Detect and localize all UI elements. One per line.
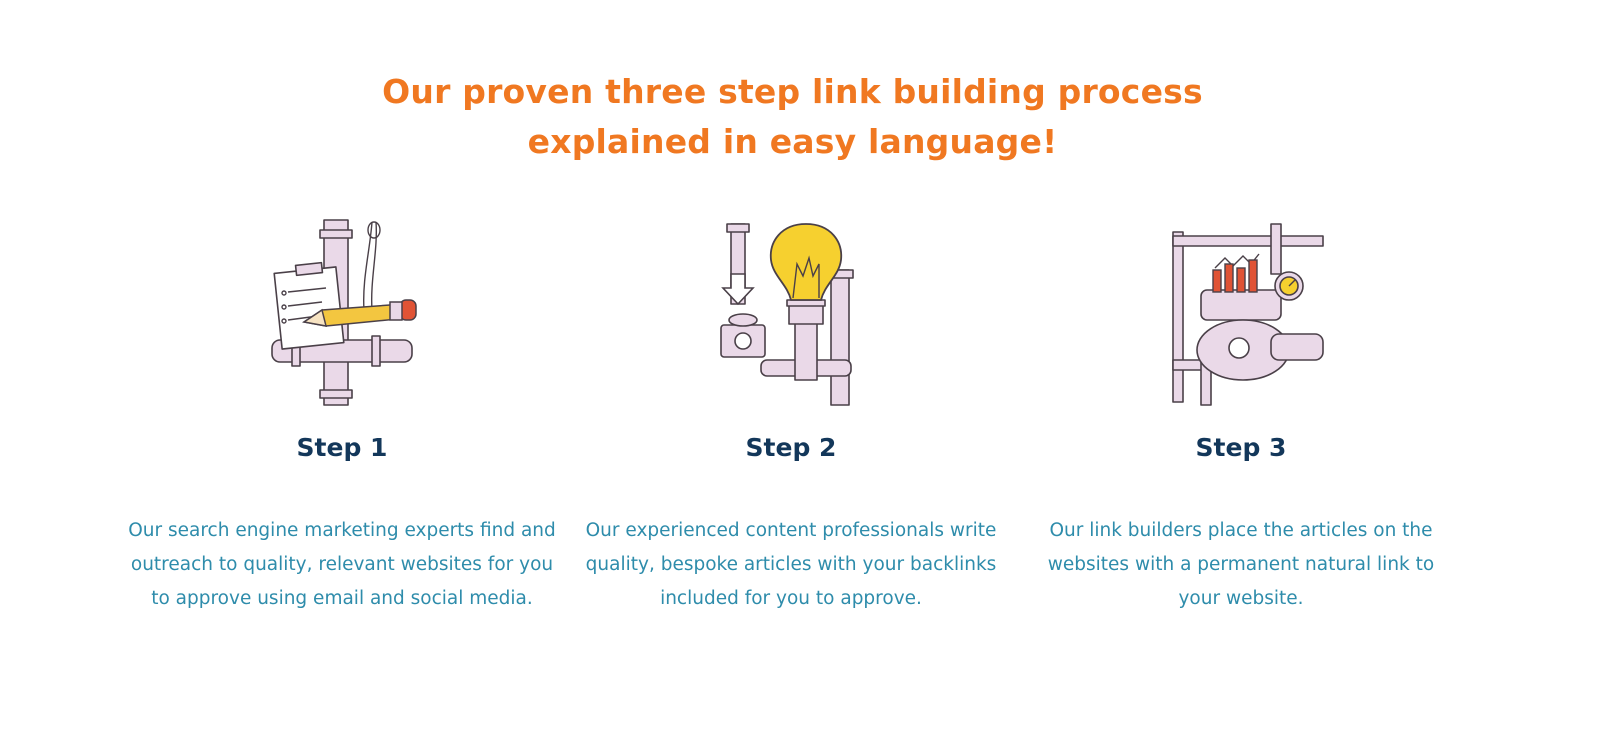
step-1-description: Our search engine marketing experts find… xyxy=(128,520,556,609)
clipboard-pencil-pipes-icon xyxy=(271,219,417,406)
step-2-description: Our experienced content professionals wr… xyxy=(585,520,997,609)
chart-gauge-pipes-icon xyxy=(1172,223,1324,406)
step-3-description: Our link builders place the articles on … xyxy=(1047,520,1435,609)
headline-line-1: Our proven three step link building proc… xyxy=(382,72,1203,112)
step-3-title: Step 3 xyxy=(1195,433,1287,462)
step-2-title: Step 2 xyxy=(745,433,837,462)
step-1-title: Step 1 xyxy=(296,433,388,462)
step-card-2: Step 2 Our experienced content professio… xyxy=(571,210,1011,616)
step-card-1: Step 1 Our search engine marketing exper… xyxy=(122,210,562,616)
headline-line-2: explained in easy language! xyxy=(527,122,1058,162)
section-headline: Our proven three step link building proc… xyxy=(0,67,1585,167)
step-card-3: Step 3 Our link builders place the artic… xyxy=(1021,210,1461,616)
lightbulb-pipes-icon xyxy=(720,223,854,406)
